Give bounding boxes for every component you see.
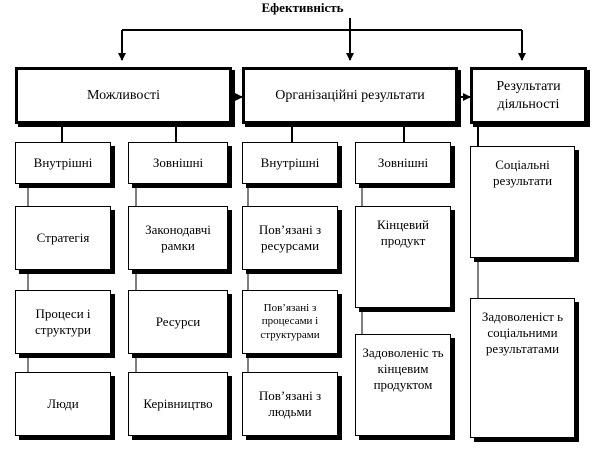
org-internal-header: Внутрішні	[242, 142, 338, 184]
cap-external-label: Зовнішні	[152, 155, 204, 171]
cap-internal-header: Внутрішні	[15, 142, 111, 184]
item-label: Пов’язані з ресурсами	[258, 222, 322, 253]
cap-internal-item: Люди	[15, 372, 111, 436]
org-internal-label: Внутрішні	[260, 155, 320, 171]
activity-results-box: Результати діяльності	[470, 67, 587, 124]
cap-external-header: Зовнішні	[128, 142, 228, 184]
item-label: Люди	[47, 396, 79, 412]
item-label: Задоволеніст ь соціальними результатами	[481, 309, 564, 356]
cap-external-item: Керівництво	[128, 372, 228, 436]
org-internal-item: Пов’язані з ресурсами	[242, 206, 338, 270]
item-label: Стратегія	[36, 230, 90, 246]
item-label: Законодавчі рамки	[145, 222, 211, 253]
item-label: Ресурси	[155, 314, 201, 330]
org-results-box: Організаційні результати	[242, 67, 458, 124]
diagram-title: Ефективність	[261, 0, 344, 15]
activity-item: Соціальні результати	[470, 146, 575, 258]
item-label: Кінцевий продукт	[376, 217, 430, 248]
item-label: Керівництво	[143, 396, 213, 412]
org-external-label: Зовнішні	[377, 155, 429, 171]
org-internal-item: Пов’язані з процесами і структурами	[242, 290, 338, 354]
cap-external-item: Ресурси	[128, 290, 228, 354]
capabilities-label: Можливості	[87, 87, 160, 103]
activity-item: Задоволеніст ь соціальними результатами	[470, 298, 575, 438]
cap-internal-item: Процеси і структури	[15, 290, 111, 354]
org-external-item: Кінцевий продукт	[355, 206, 451, 308]
activity-results-label: Результати діяльності	[496, 79, 561, 112]
org-external-item: Задоволеніс ть кінцевим продуктом	[355, 334, 451, 436]
cap-internal-label: Внутрішні	[33, 155, 93, 171]
item-label: Задоволеніс ть кінцевим продуктом	[362, 345, 444, 392]
org-results-label: Організаційні результати	[275, 87, 425, 103]
item-label: Пов’язані з процесами і структурами	[260, 301, 320, 341]
capabilities-box: Можливості	[15, 67, 232, 124]
cap-internal-item: Стратегія	[15, 206, 111, 270]
cap-external-item: Законодавчі рамки	[128, 206, 228, 270]
item-label: Пов’язані з людьми	[258, 388, 322, 419]
org-external-header: Зовнішні	[355, 142, 451, 184]
item-label: Соціальні результати	[492, 157, 553, 188]
item-label: Процеси і структури	[34, 306, 92, 337]
org-internal-item: Пов’язані з людьми	[242, 372, 338, 436]
